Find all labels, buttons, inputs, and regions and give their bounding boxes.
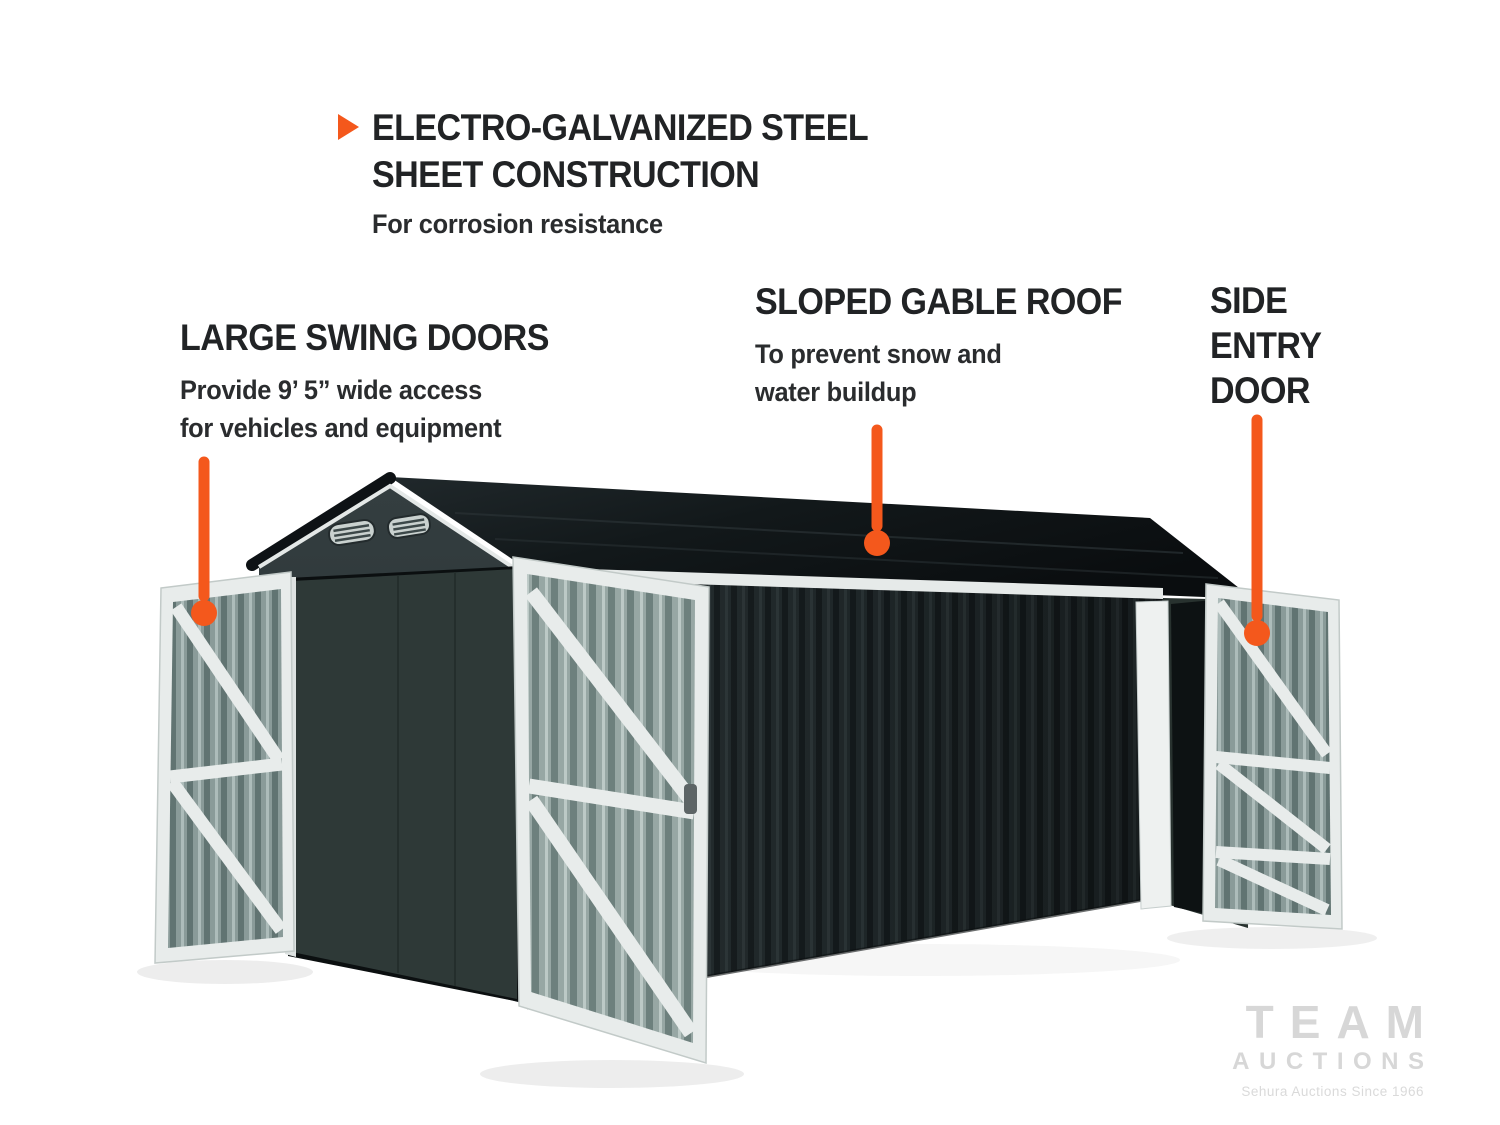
gable-vent bbox=[386, 513, 432, 539]
callout-title: LARGE SWING DOORS bbox=[180, 317, 549, 358]
pointer-sloped-gable-roof bbox=[864, 424, 890, 556]
gable-trim bbox=[257, 483, 528, 578]
callout-subtitle: water buildup bbox=[755, 377, 917, 407]
watermark: TEAM AUCTIONS Sehura Auctions Since 1966 bbox=[1232, 999, 1424, 1099]
side-entry-open-door bbox=[1202, 583, 1343, 930]
roof-front-fascia bbox=[246, 472, 396, 571]
front-door-closed-panel bbox=[292, 569, 517, 999]
callout-title: SHEET CONSTRUCTION bbox=[372, 154, 760, 195]
side-door-frame bbox=[1135, 600, 1172, 910]
callout-title: SIDE bbox=[1210, 280, 1288, 321]
callout-construction: ELECTRO-GALVANIZED STEEL SHEET CONSTRUCT… bbox=[338, 104, 911, 243]
callout-subtitle: for vehicles and equipment bbox=[180, 413, 502, 443]
eave-trim bbox=[527, 567, 1163, 599]
front-right-open-door bbox=[512, 556, 710, 1065]
arrow-bullet-icon bbox=[338, 114, 359, 140]
door-handle bbox=[684, 784, 697, 814]
pointer-large-swing-doors bbox=[191, 456, 217, 626]
callout-side-entry-door: SIDE ENTRY DOOR bbox=[1210, 278, 1331, 413]
watermark-title: TEAM bbox=[1245, 996, 1440, 1048]
callout-subtitle: For corrosion resistance bbox=[372, 209, 663, 239]
front-left-open-door bbox=[154, 571, 295, 964]
callout-title: SLOPED GABLE ROOF bbox=[755, 281, 1123, 322]
callout-title: ENTRY bbox=[1210, 325, 1322, 366]
callout-sloped-gable-roof: SLOPED GABLE ROOF To prevent snow and wa… bbox=[755, 278, 1154, 411]
callout-title: ELECTRO-GALVANIZED STEEL bbox=[372, 107, 869, 148]
callout-large-swing-doors: LARGE SWING DOORS Provide 9’ 5” wide acc… bbox=[180, 314, 581, 447]
gable-vent bbox=[328, 518, 376, 547]
pointer-side-entry-door bbox=[1244, 414, 1270, 646]
callout-pointers bbox=[191, 414, 1270, 646]
front-door-opening bbox=[285, 566, 520, 1002]
watermark-tagline: Sehura Auctions Since 1966 bbox=[1241, 1084, 1424, 1099]
callout-subtitle: To prevent snow and bbox=[755, 339, 1002, 369]
callout-title: DOOR bbox=[1210, 370, 1310, 411]
watermark-subtitle: AUCTIONS bbox=[1232, 1048, 1434, 1075]
shed-roof bbox=[246, 472, 1253, 599]
door-braces bbox=[524, 587, 698, 1038]
door-braces bbox=[1214, 599, 1332, 916]
callout-subtitle: Provide 9’ 5” wide access bbox=[180, 375, 482, 405]
door-braces bbox=[166, 603, 287, 934]
gable-vents bbox=[328, 513, 432, 547]
